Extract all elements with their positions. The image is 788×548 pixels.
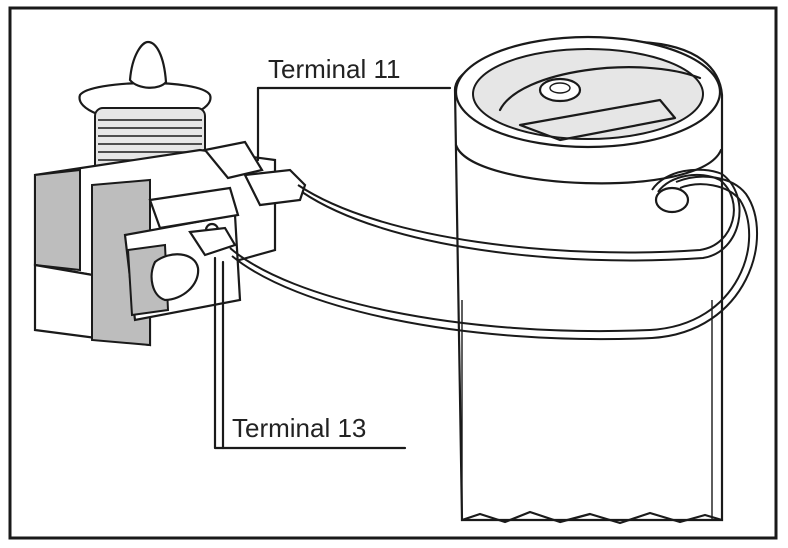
callout-terminal-11: Terminal 11 — [256, 54, 452, 162]
terminal-13-label: Terminal 13 — [232, 413, 366, 443]
terminal-13-connector — [188, 226, 237, 257]
terminal-11-label: Terminal 11 — [268, 54, 400, 84]
wires — [229, 168, 759, 341]
callout-terminal-13: Terminal 13 — [213, 256, 407, 450]
cylinder-component — [453, 35, 724, 525]
relay-component — [33, 40, 307, 347]
